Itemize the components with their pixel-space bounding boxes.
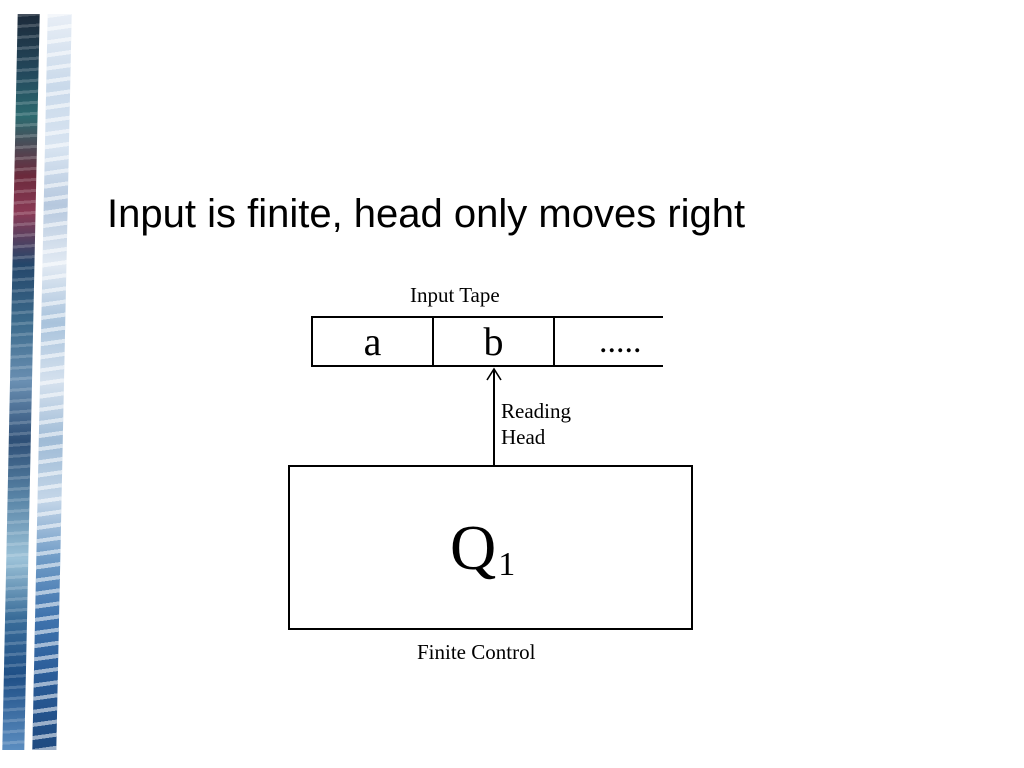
reading-head-label: Reading Head <box>501 398 571 450</box>
finite-control-label: Finite Control <box>417 640 536 664</box>
reading-head-arrow <box>486 367 502 466</box>
finite-control-box: Q1 <box>288 465 693 630</box>
reading-head-label-line1: Reading <box>501 399 571 423</box>
slide-title: Input is finite, head only moves right <box>107 192 746 236</box>
decorative-border-strip-light <box>32 14 72 750</box>
state-subscript: 1 <box>498 546 516 583</box>
state-letter: Q <box>450 512 497 583</box>
state-label: Q1 <box>450 515 515 592</box>
tape-cell: b <box>434 318 555 365</box>
input-tape: a b ..... <box>311 316 663 367</box>
tape-cell: a <box>313 318 434 365</box>
tape-cell-ellipsis: ..... <box>599 323 642 360</box>
reading-head-label-line2: Head <box>501 425 546 449</box>
input-tape-label: Input Tape <box>410 283 500 307</box>
